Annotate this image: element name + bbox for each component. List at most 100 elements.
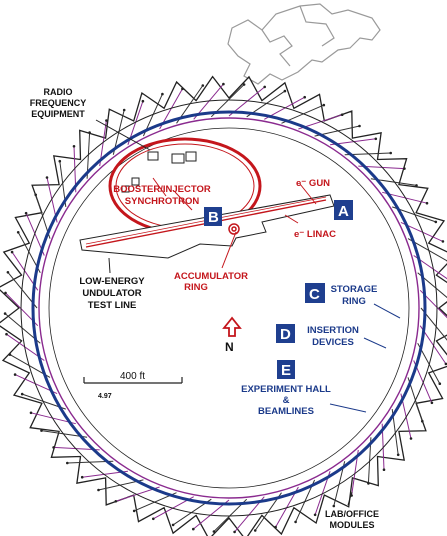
svg-text:&: & bbox=[283, 395, 290, 406]
badge-d-text: D bbox=[280, 326, 291, 343]
badge-a: A bbox=[334, 200, 353, 220]
badge-e-text: E bbox=[281, 362, 291, 379]
beamline-end-marker bbox=[24, 211, 28, 215]
badge-e: E bbox=[277, 360, 295, 379]
scale-sub-label: 4.97 bbox=[98, 393, 112, 400]
beamline-end-marker bbox=[332, 504, 336, 508]
beamline-end-marker bbox=[72, 145, 76, 148]
beamline-end-marker bbox=[242, 83, 246, 86]
beamline-end-marker bbox=[441, 240, 445, 243]
beamline-end-marker bbox=[274, 525, 277, 529]
beamline-end-marker bbox=[171, 523, 175, 527]
badge-a-text: A bbox=[338, 203, 349, 220]
badge-c-text: C bbox=[309, 286, 320, 303]
beamline-end-marker bbox=[80, 475, 84, 479]
red-leader-lines bbox=[152, 177, 317, 269]
svg-text:LOW-ENERGY: LOW-ENERGY bbox=[79, 276, 145, 287]
inner-floor bbox=[48, 127, 410, 489]
beamline-end-marker bbox=[389, 151, 393, 155]
beamline-end-marker bbox=[13, 373, 17, 376]
label-egun: e⁻ GUN bbox=[296, 178, 330, 189]
label-booster: BOOSTER/INJECTOR SYNCHROTRON bbox=[113, 184, 211, 207]
label-lab-office: LAB/OFFICE MODULES bbox=[325, 509, 379, 530]
svg-text:TEST LINE: TEST LINE bbox=[88, 300, 137, 311]
beamline-end-marker bbox=[212, 530, 216, 533]
label-storage-ring: STORAGE RING bbox=[331, 284, 378, 307]
label-insertion-devices: INSERTION DEVICES bbox=[307, 325, 359, 348]
badge-c: C bbox=[305, 283, 325, 303]
blue-leader-lines bbox=[329, 303, 401, 413]
svg-text:EXPERIMENT HALL: EXPERIMENT HALL bbox=[241, 384, 331, 395]
beamline-end-marker bbox=[367, 482, 370, 485]
svg-text:FREQUENCY: FREQUENCY bbox=[30, 98, 87, 108]
beamline-end-marker bbox=[421, 419, 424, 423]
beamline-end-marker bbox=[40, 429, 43, 432]
beamline-end-marker bbox=[430, 401, 434, 405]
beamline-end-marker bbox=[45, 176, 49, 179]
beamline-end-marker bbox=[444, 362, 447, 366]
beamline-end-marker bbox=[263, 85, 267, 89]
svg-text:INSERTION: INSERTION bbox=[307, 325, 359, 336]
beamline-end-marker bbox=[10, 250, 14, 254]
beamline-end-marker bbox=[5, 332, 8, 336]
beamline-end-marker bbox=[8, 353, 12, 356]
beamline-end-marker bbox=[303, 95, 307, 99]
beamline-end-marker bbox=[66, 461, 69, 465]
beamline-end-marker bbox=[141, 99, 145, 103]
svg-text:LAB/OFFICE: LAB/OFFICE bbox=[325, 509, 379, 519]
beamline-end-marker bbox=[253, 529, 257, 532]
beamline-end-marker bbox=[105, 119, 108, 122]
beamline-end-marker bbox=[415, 184, 418, 187]
beamline-end-marker bbox=[425, 201, 429, 205]
svg-text:STORAGE: STORAGE bbox=[331, 284, 378, 295]
beamline-end-marker bbox=[181, 87, 184, 91]
beamline-end-marker bbox=[294, 520, 297, 524]
beamline-end-marker bbox=[122, 108, 126, 112]
scale-bar: 400 ft 4.97 bbox=[83, 371, 183, 400]
beamline-end-marker bbox=[438, 382, 442, 386]
north-label: N bbox=[225, 340, 234, 354]
beamline-end-marker bbox=[322, 103, 326, 107]
beamline-end-marker bbox=[34, 193, 37, 197]
beamline-end-marker bbox=[192, 527, 195, 531]
svg-text:SYNCHROTRON: SYNCHROTRON bbox=[125, 196, 200, 207]
beamline-end-marker bbox=[313, 513, 317, 517]
label-low-energy: LOW-ENERGY UNDULATOR TEST LINE bbox=[79, 276, 145, 311]
beamline-end-marker bbox=[88, 131, 91, 134]
beamline-end-marker bbox=[434, 220, 438, 224]
svg-text:UNDULATOR: UNDULATOR bbox=[82, 288, 141, 299]
beamline-end-marker bbox=[201, 84, 205, 87]
beamline-end-marker bbox=[97, 488, 100, 492]
beamline-end-marker bbox=[58, 159, 62, 163]
beamline-end-marker bbox=[340, 113, 344, 116]
label-experiment-hall: EXPERIMENT HALL & BEAMLINES bbox=[241, 384, 331, 417]
svg-text:RING: RING bbox=[342, 296, 366, 307]
north-arrow: N bbox=[222, 316, 242, 354]
beamline-end-marker bbox=[358, 124, 361, 128]
scale-label: 400 ft bbox=[120, 371, 145, 382]
beamline-end-marker bbox=[3, 312, 7, 315]
beamline-end-marker bbox=[161, 92, 164, 96]
beamline-end-marker bbox=[20, 392, 24, 396]
beamline-end-marker bbox=[4, 291, 7, 295]
svg-text:RADIO: RADIO bbox=[44, 87, 73, 97]
central-lab-outline bbox=[227, 3, 381, 85]
beamline-end-marker bbox=[233, 530, 236, 534]
beamline-end-marker bbox=[283, 89, 287, 93]
beamline-end-marker bbox=[374, 137, 378, 141]
beamline-end-marker bbox=[29, 411, 33, 415]
label-linac: e⁻ LINAC bbox=[294, 229, 336, 240]
accumulator-ring bbox=[228, 223, 240, 235]
svg-text:BEAMLINES: BEAMLINES bbox=[258, 406, 314, 417]
beamlines bbox=[3, 82, 447, 534]
beamline-end-marker bbox=[396, 453, 400, 457]
badge-d: D bbox=[276, 324, 295, 343]
badge-b-text: B bbox=[208, 209, 219, 226]
beamline-end-marker bbox=[403, 167, 406, 170]
beamline-end-marker bbox=[16, 231, 20, 234]
svg-text:EQUIPMENT: EQUIPMENT bbox=[31, 109, 85, 119]
label-rf-equipment: RADIO FREQUENCY EQUIPMENT bbox=[30, 87, 87, 119]
svg-text:RING: RING bbox=[184, 282, 208, 293]
svg-text:BOOSTER/INJECTOR: BOOSTER/INJECTOR bbox=[113, 184, 211, 195]
